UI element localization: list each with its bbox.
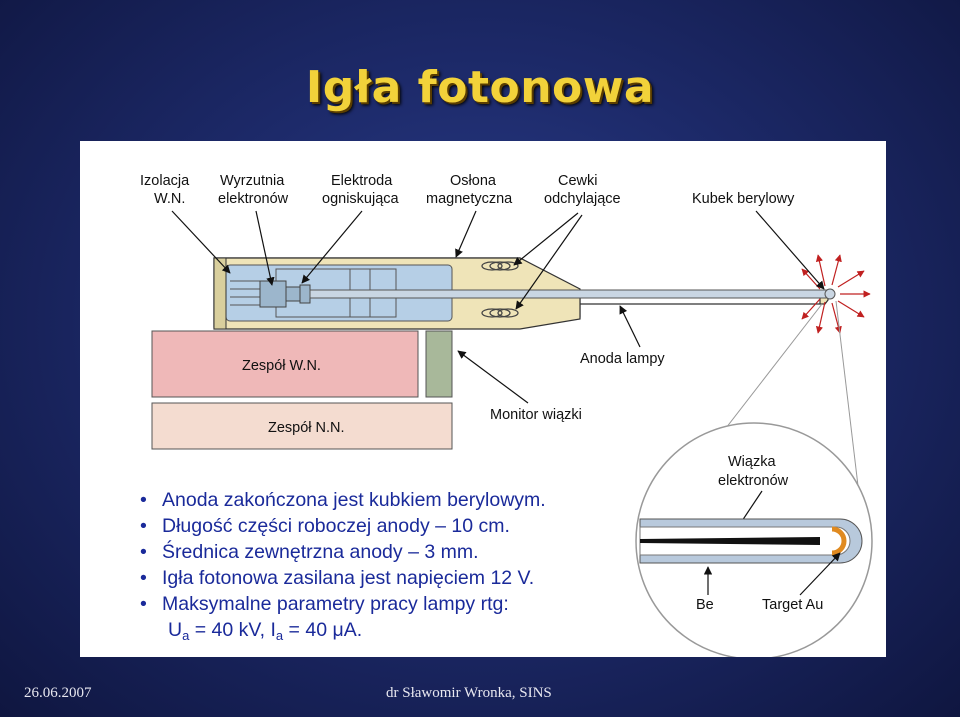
hv-unit (151, 330, 419, 398)
photon-needle-diagram: Izolacja W.N. Wyrzutnia elektronów Elekt… (140, 173, 873, 657)
bullet-item: Maksymalne parametry pracy lampy rtg: (140, 591, 546, 617)
anode-detail (639, 518, 863, 564)
beam-monitor (425, 330, 453, 398)
label-anoda: Anoda lampy (580, 351, 665, 367)
bullet-item: Igła fotonowa zasilana jest napięciem 12… (140, 565, 546, 591)
ia-value: = 40 μA. (283, 619, 363, 641)
label-izolacja-2: W.N. (154, 191, 185, 207)
ua-symbol: U (168, 619, 183, 641)
xray-emission (801, 254, 871, 334)
focus-electrode (285, 286, 301, 302)
filament-wires (230, 280, 260, 306)
label-kubek: Kubek berylowy (692, 191, 795, 207)
label-wyrzutnia: Wyrzutnia (220, 173, 285, 189)
bullet-item: Anoda zakończona jest kubkiem berylowym. (140, 487, 546, 513)
ia-symbol: I (270, 619, 276, 641)
label-wiazka-2: elektronów (718, 473, 789, 489)
insulation-bar (213, 257, 227, 330)
focus-electrode-ring (299, 284, 311, 304)
label-wyrzutnia-2: elektronów (218, 191, 289, 207)
label-target: Target Au (762, 597, 823, 613)
label-elektroda-2: ogniskująca (322, 191, 400, 207)
label-oslona-2: magnetyczna (426, 191, 513, 207)
ia-subscript: a (275, 628, 284, 643)
label-elektroda: Elektroda (331, 173, 393, 189)
label-cewki: Cewki (558, 173, 597, 189)
label-zespol-nn: Zespół N.N. (268, 420, 345, 436)
label-wiazka: Wiązka (728, 454, 776, 470)
label-cewki-2: odchylające (544, 191, 621, 207)
formula-line: Ua = 40 kV, Ia = 40 μA. (140, 617, 546, 649)
label-zespol-wn: Zespół W.N. (242, 358, 321, 374)
label-oslona: Osłona (450, 173, 497, 189)
bullet-item: Długość części roboczej anody – 10 cm. (140, 513, 546, 539)
beryllium-cup (824, 288, 836, 300)
deflection-coils (481, 261, 519, 318)
label-pointers (171, 210, 825, 310)
electron-gun (259, 280, 287, 308)
target-pointer (799, 552, 841, 596)
label-be: Be (696, 597, 714, 613)
lv-unit (151, 402, 453, 450)
ua-value: = 40 kV, (189, 619, 271, 641)
footer-author: dr Sławomir Wronka, SINS (386, 685, 552, 701)
label-izolacja: Izolacja (140, 173, 190, 189)
bullet-item: Średnica zewnętrzna anody – 3 mm. (140, 539, 546, 565)
anode-tube (309, 289, 831, 299)
diagram-panel: Izolacja W.N. Wyrzutnia elektronów Elekt… (80, 141, 886, 657)
slide-title: Igła fotonowa (305, 62, 655, 113)
footer-date: 26.06.2007 (24, 685, 92, 701)
bullet-list: Anoda zakończona jest kubkiem berylowym.… (140, 487, 546, 649)
ua-subscript: a (182, 628, 190, 643)
label-monitor: Monitor wiązki (490, 407, 582, 423)
